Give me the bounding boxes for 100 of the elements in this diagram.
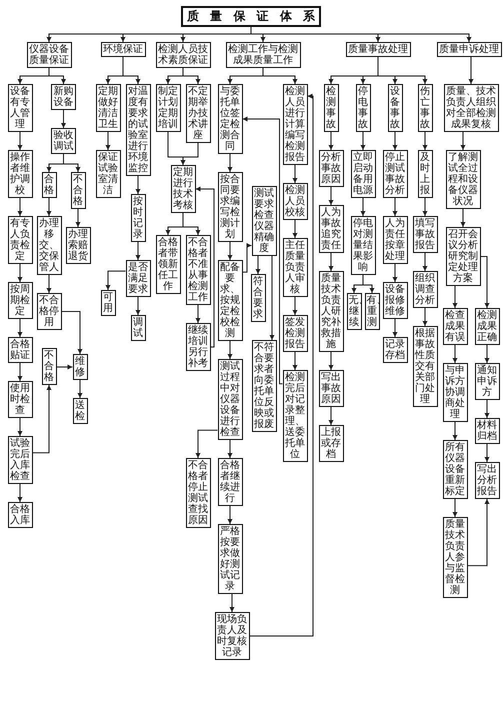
flow-arrow xyxy=(292,352,298,370)
flow-arrow xyxy=(328,352,334,370)
step-text: 检测事故 xyxy=(326,86,336,130)
flow-arrow xyxy=(256,256,260,274)
step-text: 停止测试事故分析 xyxy=(384,152,406,196)
step-text: 不定期举办技术讲座 xyxy=(188,86,208,141)
flow-arrow xyxy=(292,296,298,316)
flow-arrow xyxy=(18,198,22,216)
step-text: 主任质量负责人审核 xyxy=(284,240,306,295)
flow-arrow xyxy=(392,318,398,338)
flow-arrow xyxy=(242,243,252,273)
title-box xyxy=(181,6,321,27)
flow-arrow xyxy=(392,132,398,150)
step-text: 设备事故 xyxy=(390,86,400,130)
step-text: 按合同要求编写检测计划 xyxy=(220,174,240,240)
step-text: 写出分析报告 xyxy=(476,464,498,497)
step-text: 设备报修维修 xyxy=(384,284,406,317)
flow-arrow xyxy=(46,198,52,216)
flow-arrow xyxy=(228,340,232,360)
flow-arrow xyxy=(195,186,214,348)
flow-arrow xyxy=(76,208,80,228)
flow-arrow xyxy=(360,198,366,216)
step-text: 立即启动备用电源 xyxy=(352,152,374,196)
flow-arrow xyxy=(18,264,22,282)
step-text: 分析事故原因 xyxy=(320,152,342,185)
step-text: 调试 xyxy=(132,317,144,339)
step-text: 对温度有要求的试验室进行环境监控 xyxy=(128,86,148,174)
flow-arrow xyxy=(250,26,472,42)
step-text: 配备要求、按规定检校检测 xyxy=(220,262,240,339)
category-label: 质量事故处理 xyxy=(348,44,408,55)
step-text: 是否满足要求 xyxy=(128,262,148,295)
step-text: 召开会议分析研究制定处理方案 xyxy=(448,229,478,284)
flow-arrow xyxy=(392,264,398,282)
flow-arrow xyxy=(328,406,334,426)
step-text: 不合格者不准从事检测工作 xyxy=(188,237,208,303)
step-text: 操作者维护调校 xyxy=(10,152,30,196)
flow-arrow xyxy=(136,176,140,194)
flow-arrow xyxy=(484,344,490,364)
step-text: 所有仪器设备重新标定 xyxy=(444,442,466,497)
step-text: 测试过程中对仪器设备进行检查 xyxy=(220,361,240,438)
flow-arrow xyxy=(422,252,428,272)
step-text: 质量、技术负责人组织对全部检测成果复核 xyxy=(446,86,496,130)
flow-arrow xyxy=(328,252,334,272)
step-text: 人为事故追究责任 xyxy=(320,207,342,251)
step-text: 办理索赔退货 xyxy=(68,229,88,262)
step-text: 与委托单位签定检测合同 xyxy=(220,86,240,152)
step-text: 人为责任按章处理 xyxy=(384,218,406,262)
flow-arrow xyxy=(136,296,140,316)
flow-arrow xyxy=(452,286,458,308)
flow-arrow xyxy=(122,56,140,84)
flow-arrow xyxy=(48,68,66,84)
step-text: 根据事故性质交有关部门处理 xyxy=(414,328,436,405)
flow-arrow xyxy=(106,270,126,290)
flow-arrow xyxy=(452,498,458,518)
step-text: 新购设备 xyxy=(53,86,74,108)
flow-arrow xyxy=(468,56,474,84)
flow-arrow xyxy=(63,154,80,172)
flow-arrow xyxy=(328,186,334,206)
flow-arrow xyxy=(360,132,366,150)
step-text: 材料归档 xyxy=(476,420,498,442)
step-text: 严格按要求做好测试记录 xyxy=(220,526,240,592)
step-text: 及时上报 xyxy=(420,152,430,196)
category-label: 环境保证 xyxy=(102,44,144,55)
step-text: 合格入库 xyxy=(10,504,30,526)
flow-arrow xyxy=(106,132,110,150)
step-text: 合格者继续进行 xyxy=(220,460,240,504)
flow-arrow xyxy=(262,68,298,84)
flow-arrow xyxy=(242,116,283,384)
flow-arrow xyxy=(452,344,458,364)
step-text: 上报或存档 xyxy=(320,427,342,460)
step-text: 保证试验室清洁 xyxy=(98,152,118,196)
flow-arrow xyxy=(18,362,22,382)
step-text: 合格贴证 xyxy=(10,339,30,361)
step-text: 质量技术负责人研究补救措施 xyxy=(320,273,342,350)
step-text: 填写事故报告 xyxy=(414,218,436,251)
step-text: 定期进行技术考核 xyxy=(172,167,194,211)
flow-arrow xyxy=(292,164,298,184)
step-text: 停电事故 xyxy=(358,86,368,130)
step-text: 质量技术负责人参与监督检测 xyxy=(444,519,466,596)
step-text: 不合格停用 xyxy=(38,295,60,328)
flow-arrow xyxy=(480,256,490,308)
step-text: 可用 xyxy=(102,292,114,314)
flow-arrow xyxy=(422,308,428,326)
flow-arrow xyxy=(328,132,334,150)
flow-arrow xyxy=(467,498,490,566)
flow-arrow xyxy=(18,318,22,338)
step-text: 检测完后对记录整理、送委托单位 xyxy=(284,372,306,460)
step-text: 设备有专人管理 xyxy=(10,86,30,130)
flow-arrow xyxy=(422,198,428,216)
flow-arrow xyxy=(362,274,374,294)
step-text: 不合格 xyxy=(72,174,84,207)
flow-arrow xyxy=(484,444,490,462)
step-text: 与申诉方协调商处理 xyxy=(444,365,466,420)
step-text: 检测人员校核 xyxy=(284,185,306,218)
flow-arrow xyxy=(292,220,298,238)
step-text: 按周期检定 xyxy=(10,284,30,317)
category-label: 质量申诉处理 xyxy=(438,44,500,55)
flow-arrow xyxy=(392,198,398,216)
step-text: 有专人负责检定 xyxy=(10,218,30,262)
step-text: 办理移交、交保管人 xyxy=(38,218,60,273)
